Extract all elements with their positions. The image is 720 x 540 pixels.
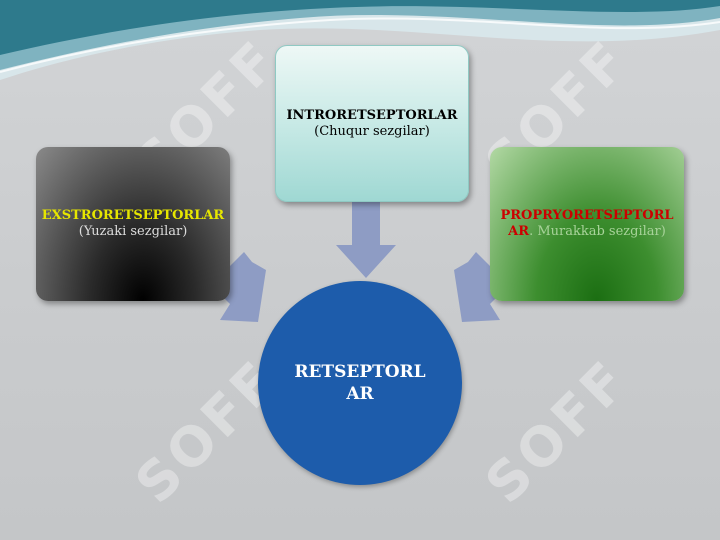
arrow-top	[336, 200, 396, 278]
node-subtitle: . Murakkab sezgilar)	[529, 224, 666, 239]
center-label: RETSEPTORLAR	[294, 362, 426, 404]
node-subtitle: (Chuqur sezgilar)	[314, 123, 430, 139]
top-wave-decoration	[0, 0, 720, 80]
node-title: EXSTRORETSEPTORLAR	[41, 208, 225, 223]
node-introretseptorlar: INTRORETSEPTORLAR (Chuqur sezgilar)	[275, 45, 469, 202]
node-propryoretseptorlar: PROPRYORETSEPTORLAR. Murakkab sezgilar)	[490, 147, 684, 301]
node-exstroretseptorlar: EXSTRORETSEPTORLAR (Yuzaki sezgilar)	[36, 147, 230, 301]
arrow-left	[220, 252, 266, 322]
arrow-right	[454, 252, 500, 322]
node-title: PROPRYORETSEPTORLAR	[500, 208, 674, 239]
node-subtitle: (Yuzaki sezgilar)	[78, 224, 188, 239]
node-title: INTRORETSEPTORLAR	[286, 107, 458, 123]
center-node-retseptorlar: RETSEPTORLAR	[258, 281, 462, 485]
